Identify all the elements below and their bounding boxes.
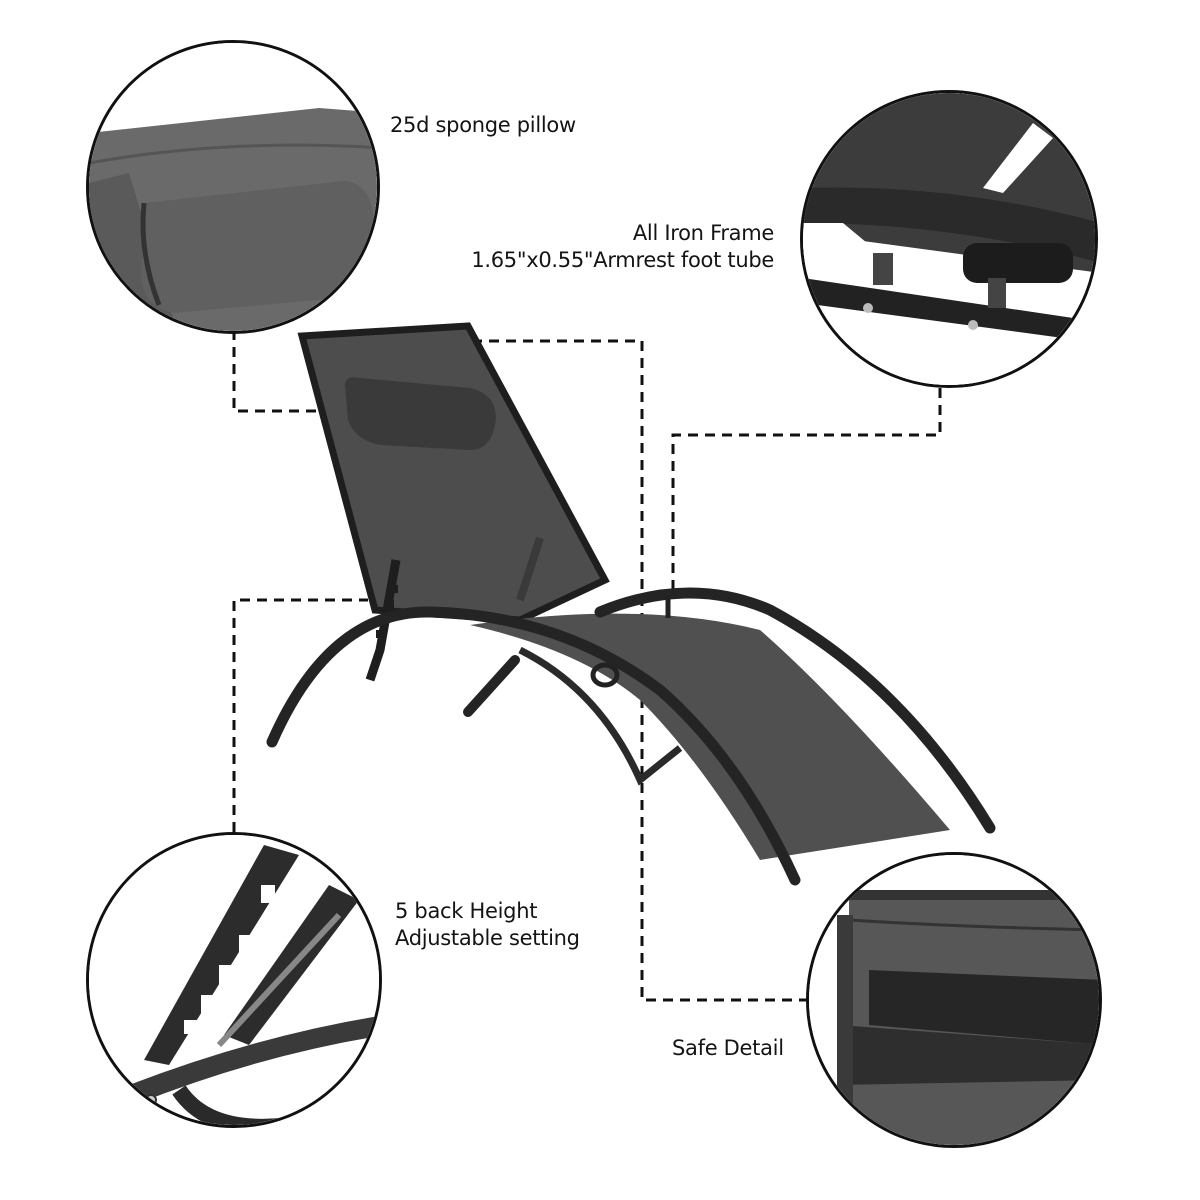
label-line: 25d sponge pillow <box>390 113 576 137</box>
adjust-detail-image <box>89 835 379 1125</box>
label-line: 1.65"x0.55"Armrest foot tube <box>471 248 774 272</box>
safe-detail-image <box>809 855 1099 1145</box>
label-line: All Iron Frame <box>632 221 774 245</box>
detail-circle-safe <box>806 852 1102 1148</box>
detail-circle-adjust <box>86 832 382 1128</box>
label-line: 5 back Height <box>395 899 538 923</box>
frame-detail-image <box>803 93 1095 385</box>
detail-circle-pillow <box>86 40 380 334</box>
detail-circle-frame <box>800 90 1098 388</box>
label-line: Adjustable setting <box>395 926 580 950</box>
callout-label-frame: All Iron Frame 1.65"x0.55"Armrest foot t… <box>468 220 774 274</box>
callout-label-pillow: 25d sponge pillow <box>390 112 576 139</box>
callout-label-adjust: 5 back Height Adjustable setting <box>395 898 580 952</box>
pillow-detail-image <box>89 43 377 331</box>
callout-label-safe: Safe Detail <box>672 1035 784 1062</box>
label-line: Safe Detail <box>672 1036 784 1060</box>
